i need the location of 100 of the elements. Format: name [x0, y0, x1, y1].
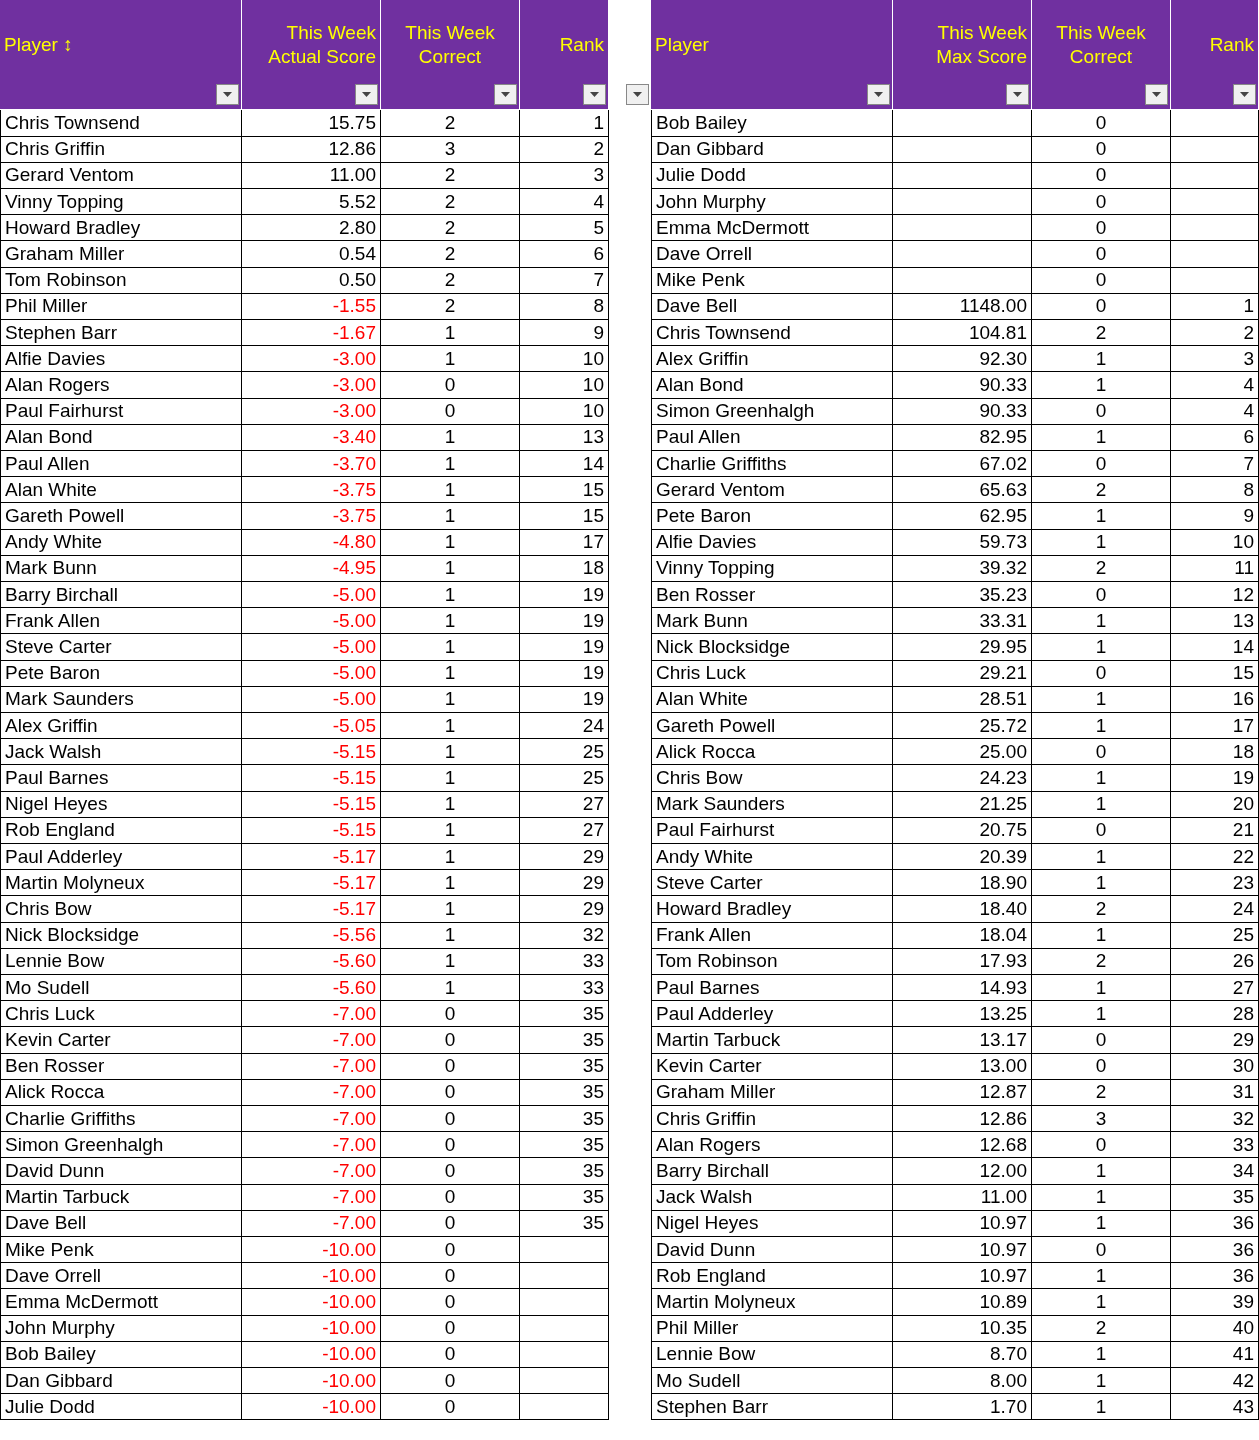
- score-value: -5.00: [242, 660, 381, 687]
- score-value: 62.95: [893, 503, 1032, 530]
- correct-count: 1: [1032, 345, 1171, 373]
- score-value: -5.17: [242, 843, 381, 871]
- rank-number: 25: [1171, 922, 1259, 949]
- rank-number: 41: [1171, 1341, 1259, 1369]
- score-value: 65.63: [893, 476, 1032, 504]
- correct-count: 0: [381, 1393, 520, 1421]
- column-header: This Week Max Score: [935, 20, 1027, 69]
- player-name: Paul Barnes: [651, 974, 893, 1002]
- rank-number: 12: [1171, 581, 1259, 609]
- score-value: -7.00: [242, 1053, 381, 1080]
- score-value: -3.00: [242, 372, 381, 399]
- score-value: 12.00: [893, 1158, 1032, 1185]
- correct-count: 1: [381, 817, 520, 845]
- player-name: Martin Molyneux: [651, 1289, 893, 1316]
- correct-count: 1: [381, 869, 520, 897]
- player-name: Dave Bell: [651, 293, 893, 321]
- rank-number: 10: [520, 345, 609, 373]
- rank-number: 21: [1171, 817, 1259, 845]
- rank-number: 29: [1171, 1027, 1259, 1054]
- score-value: 67.02: [893, 450, 1032, 478]
- rank-number: 5: [520, 214, 609, 242]
- rank-number: 43: [1171, 1393, 1259, 1421]
- player-name: Rob England: [651, 1262, 893, 1290]
- correct-count: 1: [381, 319, 520, 347]
- rank-number: 17: [520, 529, 609, 556]
- player-name: Charlie Griffiths: [0, 1105, 242, 1133]
- correct-count: 0: [381, 1289, 520, 1316]
- rank-number: 17: [1171, 712, 1259, 740]
- player-name: Alex Griffin: [651, 345, 893, 373]
- player-name: Howard Bradley: [0, 214, 242, 242]
- player-name: Stephen Barr: [651, 1393, 893, 1421]
- correct-count: 0: [1032, 293, 1171, 321]
- player-name: Emma McDermott: [651, 214, 893, 242]
- correct-count: 1: [1032, 1289, 1171, 1316]
- correct-count: 0: [381, 1341, 520, 1369]
- correct-count: 1: [381, 765, 520, 792]
- correct-count: 1: [1032, 634, 1171, 661]
- rank-number: 6: [520, 241, 609, 268]
- player-name: Steve Carter: [651, 869, 893, 897]
- score-value: -1.55: [242, 293, 381, 321]
- score-value: 35.23: [893, 581, 1032, 609]
- correct-count: 1: [381, 896, 520, 923]
- correct-count: 1: [1032, 1210, 1171, 1238]
- player-name: John Murphy: [651, 188, 893, 216]
- correct-count: 1: [1032, 529, 1171, 556]
- correct-count: 1: [381, 450, 520, 478]
- correct-count: 1: [1032, 843, 1171, 871]
- score-value: 18.90: [893, 869, 1032, 897]
- rank-number: 14: [520, 450, 609, 478]
- player-name: Tom Robinson: [651, 948, 893, 976]
- rank-number: 19: [520, 686, 609, 714]
- score-value: -4.95: [242, 555, 381, 583]
- player-name: Dave Orrell: [651, 241, 893, 268]
- correct-count: 1: [381, 660, 520, 687]
- player-name: Alan White: [0, 476, 242, 504]
- player-name: Dan Gibbard: [651, 136, 893, 163]
- rank-number: 24: [1171, 896, 1259, 923]
- correct-count: 1: [1032, 1367, 1171, 1395]
- correct-count: 0: [381, 372, 520, 399]
- score-value: 29.95: [893, 634, 1032, 661]
- correct-count: 2: [381, 188, 520, 216]
- score-value: 28.51: [893, 686, 1032, 714]
- rank-number: 36: [1171, 1236, 1259, 1264]
- rank-number: 36: [1171, 1210, 1259, 1238]
- player-name: Dan Gibbard: [0, 1367, 242, 1395]
- player-name: Frank Allen: [0, 607, 242, 635]
- rank-number: 23: [1171, 869, 1259, 897]
- score-value: -10.00: [242, 1393, 381, 1421]
- rank-number: 36: [1171, 1262, 1259, 1290]
- player-name: Dave Orrell: [0, 1262, 242, 1290]
- correct-count: 0: [381, 1210, 520, 1238]
- correct-count: 0: [381, 1315, 520, 1342]
- player-name: Chris Bow: [0, 896, 242, 923]
- rank-number: 16: [1171, 686, 1259, 714]
- rank-number: 7: [1171, 450, 1259, 478]
- rank-number: 35: [520, 1184, 609, 1211]
- player-name: Mark Saunders: [651, 791, 893, 818]
- score-value: 14.93: [893, 974, 1032, 1002]
- score-value: 8.70: [893, 1341, 1032, 1369]
- player-name: Nigel Heyes: [0, 791, 242, 818]
- correct-count: 1: [381, 581, 520, 609]
- correct-count: 2: [381, 241, 520, 268]
- correct-count: 1: [381, 974, 520, 1002]
- correct-count: 0: [1032, 1236, 1171, 1264]
- rank-number: 4: [520, 188, 609, 216]
- correct-count: 1: [381, 843, 520, 871]
- score-value: -5.00: [242, 634, 381, 661]
- player-name: Vinny Topping: [0, 188, 242, 216]
- correct-count: 1: [381, 712, 520, 740]
- correct-count: 2: [381, 267, 520, 294]
- rank-number: 27: [1171, 974, 1259, 1002]
- score-value: -3.00: [242, 345, 381, 373]
- rank-number: 2: [520, 136, 609, 163]
- rank-number: 19: [1171, 765, 1259, 792]
- player-name: Gareth Powell: [651, 712, 893, 740]
- player-name: Pete Baron: [651, 503, 893, 530]
- score-value: -7.00: [242, 1210, 381, 1238]
- rank-number: 8: [520, 293, 609, 321]
